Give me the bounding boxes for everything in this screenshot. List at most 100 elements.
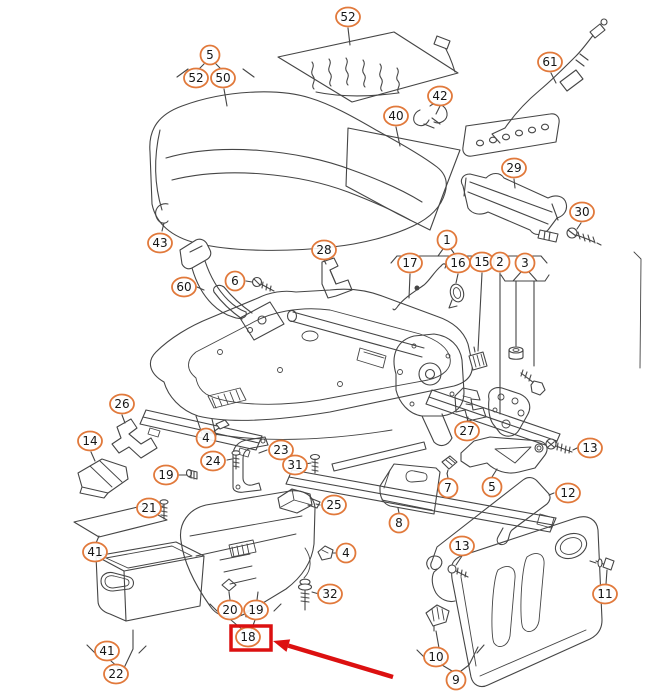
callout-13[interactable]: 13	[577, 437, 603, 459]
callout-6[interactable]: 6	[224, 270, 246, 292]
part-clip-7	[441, 455, 458, 479]
callout-number: 5	[206, 48, 214, 62]
callout-43[interactable]: 43	[147, 232, 173, 254]
callout-41[interactable]: 41	[94, 640, 120, 662]
part-screw-21	[159, 499, 169, 520]
callout-27[interactable]: 27	[454, 420, 480, 442]
part-clip-10	[425, 604, 450, 632]
part-hook-screw-13-lower	[426, 555, 469, 603]
callout-28[interactable]: 28	[311, 239, 337, 261]
callout-22[interactable]: 22	[103, 663, 129, 685]
callout-number: 5	[488, 480, 496, 494]
callout-60[interactable]: 60	[171, 276, 197, 298]
callout-number: 15	[474, 255, 489, 269]
callout-5[interactable]: 5	[199, 44, 221, 66]
callout-23[interactable]: 23	[268, 439, 294, 461]
callout-number: 10	[428, 650, 443, 664]
part-screw-13-upper	[545, 438, 578, 454]
callout-50[interactable]: 50	[210, 67, 236, 89]
callout-15[interactable]: 15	[469, 251, 495, 273]
callout-number: 61	[542, 55, 557, 69]
callout-9[interactable]: 9	[445, 669, 467, 691]
part-guide-rail-29	[460, 172, 568, 236]
callout-number: 29	[506, 161, 521, 175]
highlight-box	[229, 624, 273, 652]
part-clip-19-left	[178, 468, 198, 480]
callout-14[interactable]: 14	[77, 430, 103, 452]
callout-42[interactable]: 42	[427, 85, 453, 107]
callout-61[interactable]: 61	[537, 51, 563, 73]
callout-19[interactable]: 19	[243, 599, 269, 621]
part-heater-pad	[176, 27, 459, 103]
callout-5[interactable]: 5	[481, 476, 503, 498]
callout-number: 13	[582, 441, 597, 455]
callout-17[interactable]: 17	[397, 252, 423, 274]
part-bracket-23	[232, 436, 269, 493]
callout-number: 52	[340, 10, 355, 24]
part-loop-16	[448, 283, 465, 309]
callout-40[interactable]: 40	[383, 105, 409, 127]
callout-number: 24	[205, 454, 220, 468]
callout-number: 1	[443, 233, 451, 247]
callout-number: 60	[176, 280, 191, 294]
part-screw-11	[589, 557, 615, 585]
callout-10[interactable]: 10	[423, 646, 449, 668]
callout-4[interactable]: 4	[195, 427, 217, 449]
callout-52[interactable]: 52	[335, 6, 361, 28]
callout-number: 19	[248, 603, 263, 617]
group-bracket-1	[390, 248, 642, 415]
part-hook-43	[155, 203, 169, 232]
callout-2[interactable]: 2	[489, 251, 511, 273]
callout-3[interactable]: 3	[514, 252, 536, 274]
callout-32[interactable]: 32	[317, 583, 343, 605]
callout-8[interactable]: 8	[388, 512, 410, 534]
callout-number: 26	[114, 397, 129, 411]
callout-4[interactable]: 4	[335, 542, 357, 564]
callout-number: 4	[342, 546, 350, 560]
callout-number: 23	[273, 443, 288, 457]
callout-number: 11	[597, 587, 612, 601]
part-screw-32	[297, 578, 320, 611]
callout-number: 41	[87, 545, 102, 559]
callout-41[interactable]: 41	[82, 541, 108, 563]
callout-7[interactable]: 7	[437, 477, 459, 499]
callout-number: 42	[432, 89, 447, 103]
callout-52[interactable]: 52	[183, 67, 209, 89]
callout-29[interactable]: 29	[501, 157, 527, 179]
callout-13[interactable]: 13	[449, 535, 475, 557]
callout-1[interactable]: 1	[436, 229, 458, 251]
callout-31[interactable]: 31	[282, 454, 308, 476]
callout-number: 2	[496, 255, 504, 269]
highlight-arrow-head	[273, 639, 291, 652]
callout-number: 9	[452, 673, 460, 687]
callout-21[interactable]: 21	[136, 497, 162, 519]
part-wire-frame-12	[430, 477, 555, 570]
callout-number: 12	[560, 486, 575, 500]
part-lever-5	[460, 436, 548, 478]
callout-18[interactable]: 18	[235, 626, 261, 648]
part-switch-bracket-27	[454, 387, 487, 423]
callout-24[interactable]: 24	[200, 450, 226, 472]
part-clip-4-bottom	[317, 545, 338, 561]
callout-11[interactable]: 11	[592, 583, 618, 605]
callout-16[interactable]: 16	[445, 252, 471, 274]
callout-20[interactable]: 20	[217, 599, 243, 621]
callout-30[interactable]: 30	[569, 201, 595, 223]
callout-25[interactable]: 25	[321, 494, 347, 516]
callout-number: 19	[158, 468, 173, 482]
part-lumbar-cable-61	[462, 18, 608, 157]
callout-12[interactable]: 12	[555, 482, 581, 504]
callout-number: 40	[388, 109, 403, 123]
part-bracket-26	[111, 414, 158, 459]
part-trim-8	[379, 463, 441, 515]
callout-26[interactable]: 26	[109, 393, 135, 415]
callout-number: 31	[287, 458, 302, 472]
callout-number: 17	[402, 256, 417, 270]
callout-number: 3	[521, 256, 529, 270]
callout-number: 43	[152, 236, 167, 250]
callout-number: 18	[240, 630, 255, 644]
callout-19[interactable]: 19	[153, 464, 179, 486]
callout-number: 7	[444, 481, 452, 495]
